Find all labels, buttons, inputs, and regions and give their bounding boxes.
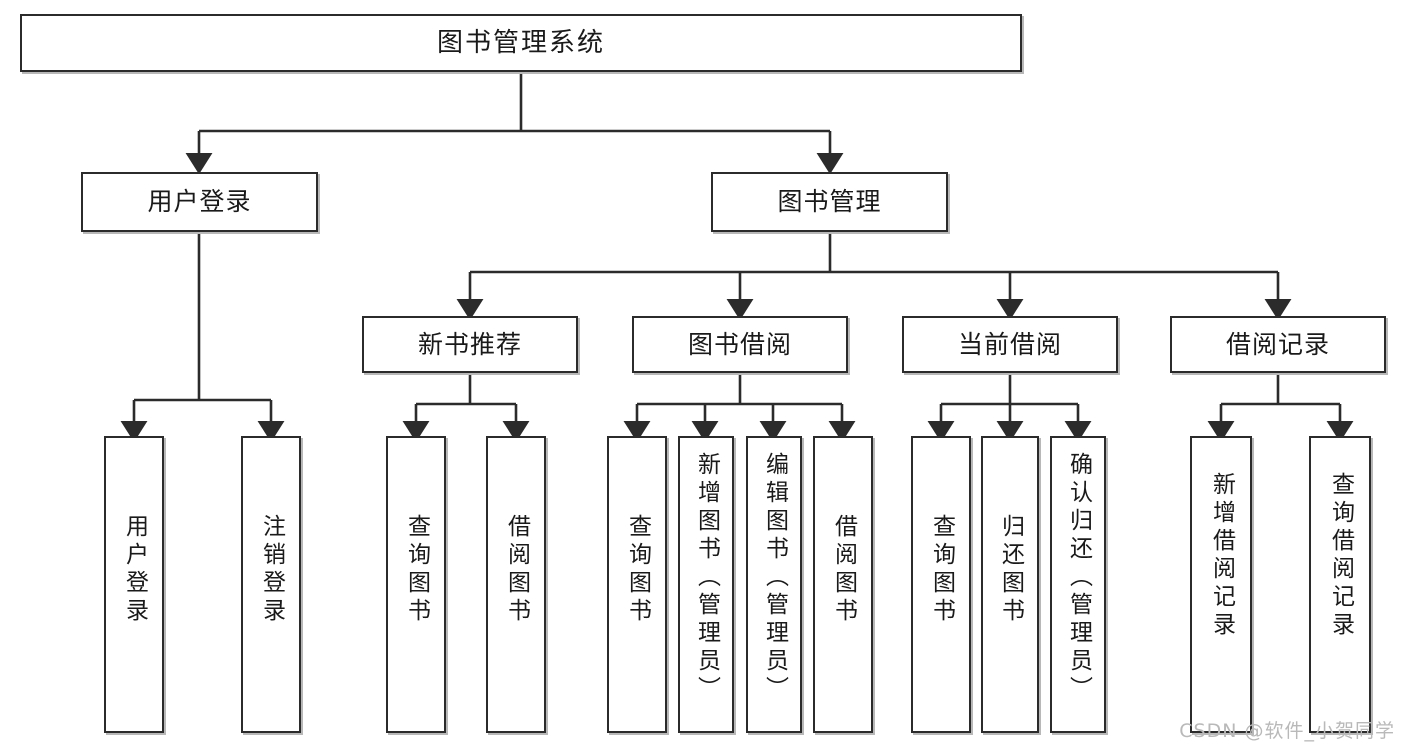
node-label: 编辑图书（管理员）: [761, 452, 788, 704]
leaf-user-login[interactable]: 用户登录: [104, 436, 164, 733]
node-label: 图书管理: [777, 187, 882, 217]
node-label: 借阅记录: [1225, 329, 1330, 359]
leaf-add-borrow-record[interactable]: 新增借阅记录: [1190, 436, 1252, 733]
node-root-book-management-system[interactable]: 图书管理系统: [20, 14, 1022, 72]
node-label: 注销登录: [258, 514, 285, 626]
node-label: 图书管理系统: [436, 27, 605, 58]
leaf-query-borrow-record[interactable]: 查询借阅记录: [1309, 436, 1371, 733]
node-label: 图书借阅: [687, 329, 792, 359]
node-label: 查询图书: [624, 514, 651, 626]
node-label: 借阅图书: [503, 514, 530, 626]
node-label: 查询图书: [403, 514, 430, 626]
node-borrow-record[interactable]: 借阅记录: [1170, 316, 1386, 373]
node-label: 借阅图书: [830, 514, 857, 626]
node-user-login[interactable]: 用户登录: [81, 172, 318, 232]
node-book-borrow[interactable]: 图书借阅: [632, 316, 848, 373]
node-label: 用户登录: [121, 514, 148, 626]
node-label: 归还图书: [997, 514, 1024, 626]
leaf-query-book-borrow[interactable]: 查询图书: [607, 436, 667, 733]
csdn-watermark: CSDN @软件_小贺同学: [1179, 720, 1395, 742]
node-book-management[interactable]: 图书管理: [711, 172, 948, 232]
leaf-logout-login[interactable]: 注销登录: [241, 436, 301, 733]
leaf-return-book[interactable]: 归还图书: [981, 436, 1039, 733]
leaf-borrow-book[interactable]: 借阅图书: [813, 436, 873, 733]
node-label: 新书推荐: [417, 329, 522, 359]
node-label: 当前借阅: [957, 329, 1062, 359]
leaf-query-book-recommendation[interactable]: 查询图书: [386, 436, 446, 733]
leaf-edit-book-admin[interactable]: 编辑图书（管理员）: [746, 436, 802, 733]
node-new-book-recommendation[interactable]: 新书推荐: [362, 316, 578, 373]
leaf-add-book-admin[interactable]: 新增图书（管理员）: [678, 436, 734, 733]
leaf-borrow-book-recommendation[interactable]: 借阅图书: [486, 436, 546, 733]
node-label: 查询借阅记录: [1327, 472, 1354, 640]
node-label: 查询图书: [928, 514, 955, 626]
node-current-borrow[interactable]: 当前借阅: [902, 316, 1118, 373]
node-label: 确认归还（管理员）: [1065, 452, 1092, 704]
leaf-query-book-current[interactable]: 查询图书: [911, 436, 971, 733]
node-label: 新增借阅记录: [1208, 472, 1235, 640]
leaf-confirm-return-admin[interactable]: 确认归还（管理员）: [1050, 436, 1106, 733]
node-label: 用户登录: [147, 187, 252, 217]
node-label: 新增图书（管理员）: [693, 452, 720, 704]
